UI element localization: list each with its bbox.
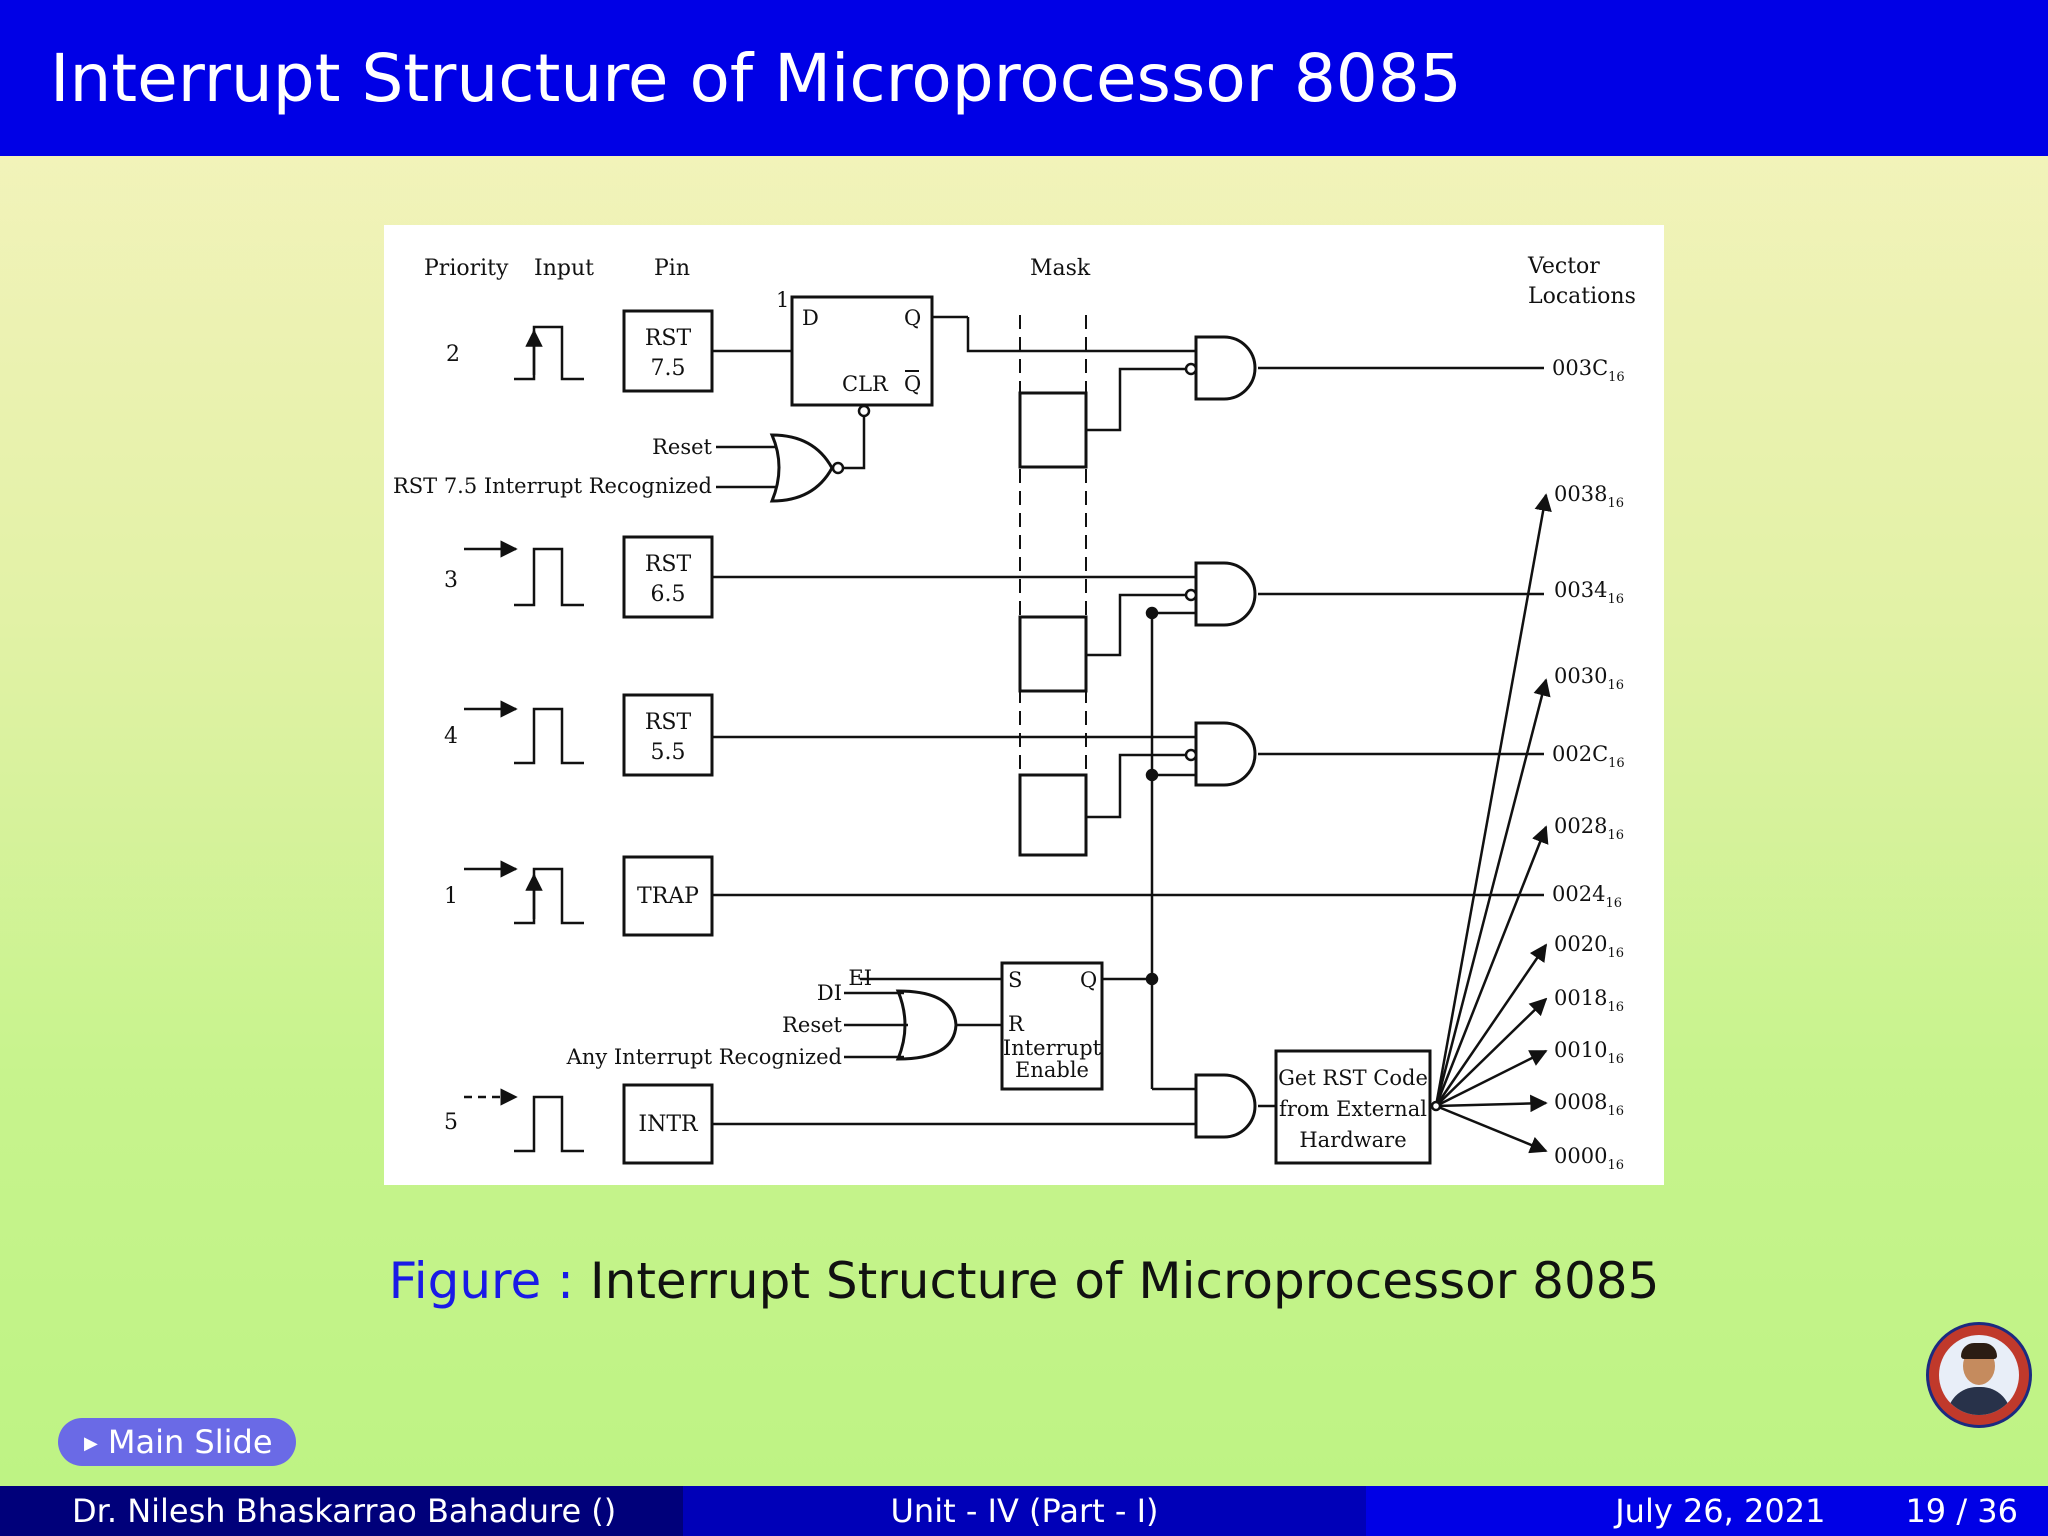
priority-rst75: 2	[446, 342, 460, 367]
vector-0020: 002016	[1554, 932, 1624, 961]
footer-section: Unit - IV (Part - I)	[683, 1486, 1366, 1536]
main-slide-label: Main Slide	[107, 1423, 273, 1461]
or-input-ei: EI	[848, 966, 872, 990]
triangle-right-icon: ▶	[84, 1433, 98, 1454]
priority-trap: 1	[444, 884, 458, 909]
or-input-any: Any Interrupt Recognized	[566, 1045, 842, 1069]
sr-s: S	[1008, 968, 1022, 992]
slide-title: Interrupt Structure of Microprocessor 80…	[50, 40, 1462, 117]
title-bar: Interrupt Structure of Microprocessor 80…	[0, 0, 2048, 156]
rst-code-line3: Hardware	[1299, 1128, 1406, 1152]
caption-text: Interrupt Structure of Microprocessor 80…	[589, 1252, 1660, 1310]
header-priority: Priority	[424, 256, 509, 281]
ff-one: 1	[776, 288, 789, 312]
footer-date: July 26, 2021	[1615, 1492, 1826, 1530]
nor-input-recognized: RST 7.5 Interrupt Recognized	[393, 474, 712, 498]
rst-code-line2: from External	[1279, 1097, 1427, 1121]
input-waveforms	[464, 325, 584, 1153]
header-pin: Pin	[654, 256, 690, 281]
vector-0024: 002416	[1552, 882, 1622, 911]
vector-0038: 003816	[1554, 482, 1624, 511]
pin-rst65-line1: RST	[645, 552, 692, 577]
and-gates	[1184, 335, 1257, 1139]
mask-column	[1018, 315, 1088, 857]
pin-rst55-line1: RST	[645, 710, 692, 735]
vector-0034: 003416	[1554, 578, 1624, 607]
main-slide-button[interactable]: ▶ Main Slide	[58, 1418, 296, 1466]
ff-d: D	[802, 306, 819, 330]
sr-label-2: Enable	[1015, 1058, 1089, 1082]
sr-label-1: Interrupt	[1003, 1036, 1102, 1060]
vector-0000: 000016	[1554, 1144, 1624, 1173]
ff-clr: CLR	[842, 372, 889, 396]
vector-fanout	[1430, 493, 1552, 1154]
vector-0010: 001016	[1554, 1038, 1624, 1067]
interrupt-diagram: Priority Input Pin Mask Vector Locations…	[384, 225, 1664, 1185]
footer-page-number: 19 / 36	[1905, 1492, 2018, 1530]
header-input: Input	[534, 256, 594, 281]
nor-gate	[716, 416, 866, 503]
header-vector-1: Vector	[1527, 254, 1600, 279]
pin-rst65-line2: 6.5	[651, 582, 686, 607]
author-avatar-logo	[1926, 1322, 2032, 1428]
pin-rst75-line1: RST	[645, 326, 692, 351]
or-input-reset: Reset	[782, 1013, 842, 1037]
or-input-di: DI	[817, 981, 842, 1005]
wiring	[712, 317, 1544, 1126]
rst-code-line1: Get RST Code	[1278, 1066, 1428, 1090]
header-mask: Mask	[1030, 256, 1091, 281]
ff-qbar: Q	[904, 372, 921, 396]
priority-rst55: 4	[444, 724, 458, 749]
vector-003c: 003C16	[1552, 356, 1625, 385]
rst-code-box	[1274, 1049, 1432, 1165]
sr-q: Q	[1080, 968, 1097, 992]
or-gate	[844, 977, 1002, 1061]
vector-0008: 000816	[1554, 1090, 1624, 1119]
d-flipflop	[712, 295, 968, 418]
priority-intr: 5	[444, 1110, 458, 1135]
sr-flipflop	[1000, 961, 1152, 1091]
figure-caption: Figure : Interrupt Structure of Micropro…	[0, 1252, 2048, 1310]
sr-r: R	[1008, 1012, 1025, 1036]
vector-0028: 002816	[1554, 814, 1624, 843]
vector-002c: 002C16	[1552, 742, 1625, 771]
ff-q: Q	[904, 306, 921, 330]
footer-right: July 26, 2021 19 / 36	[1366, 1486, 2048, 1536]
footer-bar: Dr. Nilesh Bhaskarrao Bahadure () Unit -…	[0, 1486, 2048, 1536]
pin-trap: TRAP	[637, 884, 699, 909]
pin-rst75-line2: 7.5	[651, 356, 686, 381]
vector-0030: 003016	[1554, 664, 1624, 693]
pin-rst55-line2: 5.5	[651, 740, 686, 765]
footer-author: Dr. Nilesh Bhaskarrao Bahadure ()	[0, 1486, 683, 1536]
header-vector-2: Locations	[1528, 284, 1636, 309]
caption-label: Figure :	[388, 1252, 574, 1310]
nor-input-reset: Reset	[652, 435, 712, 459]
priority-rst65: 3	[444, 568, 458, 593]
vector-0018: 001816	[1554, 986, 1624, 1015]
pin-intr: INTR	[638, 1112, 699, 1137]
